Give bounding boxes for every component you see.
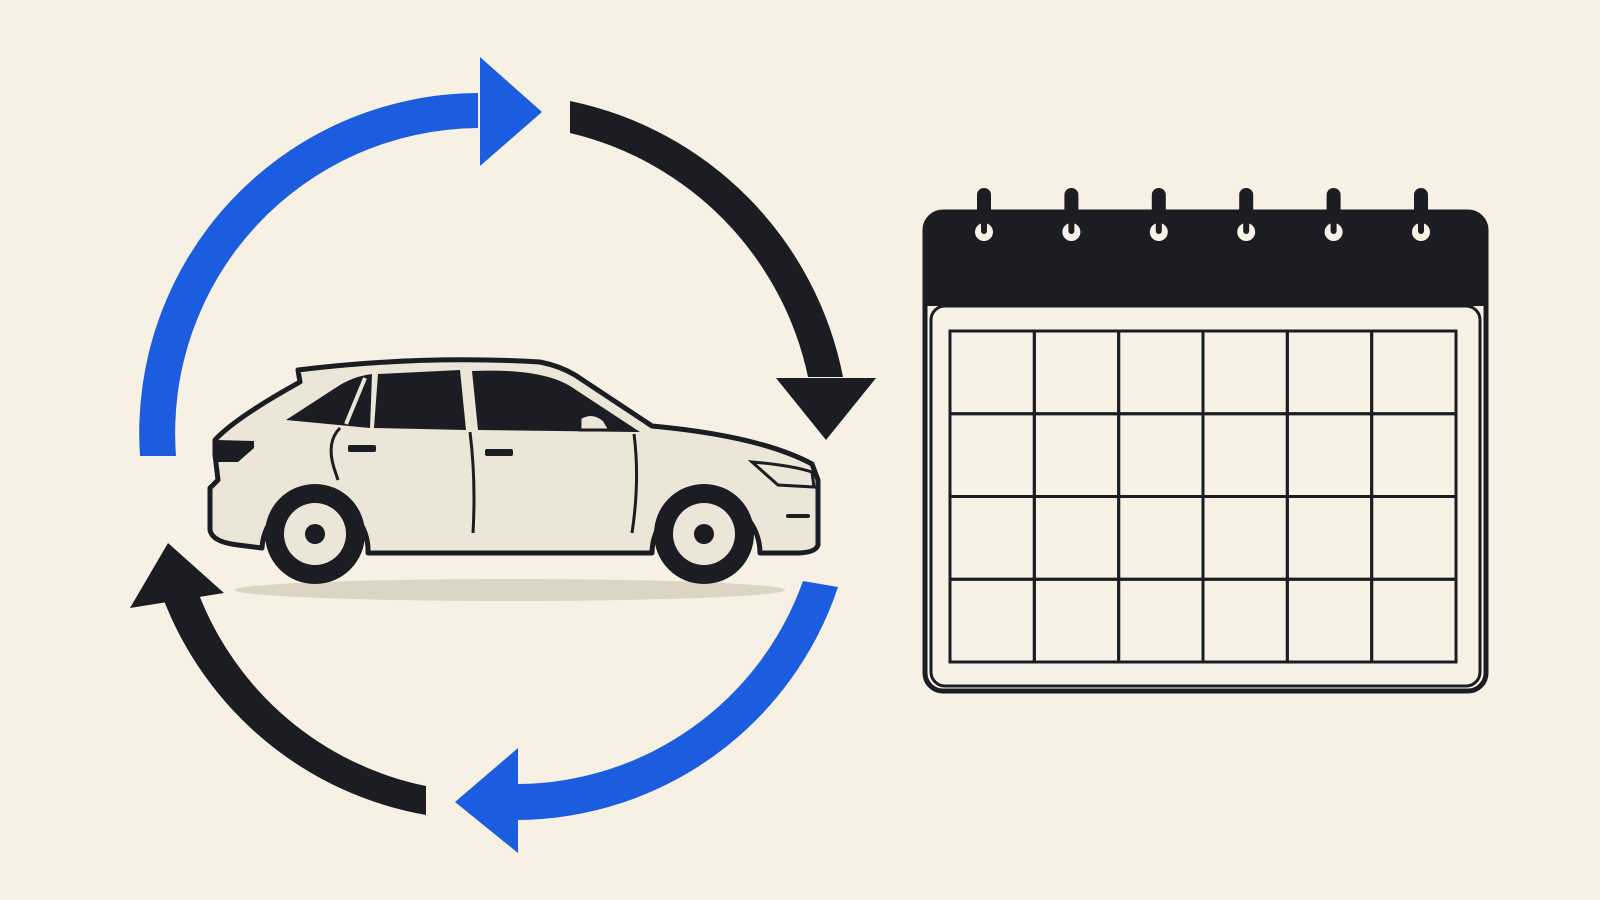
car-icon bbox=[207, 357, 821, 601]
calendar-grid bbox=[948, 329, 1458, 664]
calendar-ring-icon bbox=[1324, 188, 1343, 241]
arrow-bottom-left-icon bbox=[130, 543, 426, 815]
car-shadow bbox=[235, 579, 785, 601]
car-tail-light bbox=[215, 440, 254, 462]
calendar-ring-icon bbox=[1149, 188, 1168, 241]
car-front-wheel-icon bbox=[654, 484, 754, 584]
car-rear-wheel-icon bbox=[265, 484, 365, 584]
car-side-mirror bbox=[578, 413, 613, 432]
calendar-icon bbox=[922, 188, 1489, 694]
car-front-door-handle bbox=[485, 449, 513, 456]
calendar-ring-icon bbox=[1237, 188, 1256, 241]
calendar-ring-icon bbox=[1062, 188, 1081, 241]
car-rear-door-handle bbox=[348, 445, 376, 452]
arrow-top-right-icon bbox=[570, 101, 876, 440]
arrow-bottom-right-icon bbox=[455, 581, 838, 853]
calendar-header bbox=[925, 212, 1486, 306]
cycle-arrows bbox=[130, 57, 876, 853]
calendar-day-cell bbox=[1370, 577, 1458, 664]
arrow-top-left-icon bbox=[139, 57, 542, 456]
car-middle-window bbox=[374, 370, 466, 430]
calendar-ring-icon bbox=[975, 188, 993, 241]
calendar-rings bbox=[975, 188, 1430, 241]
calendar-ring-icon bbox=[1412, 188, 1430, 241]
car-headlight bbox=[747, 460, 816, 489]
